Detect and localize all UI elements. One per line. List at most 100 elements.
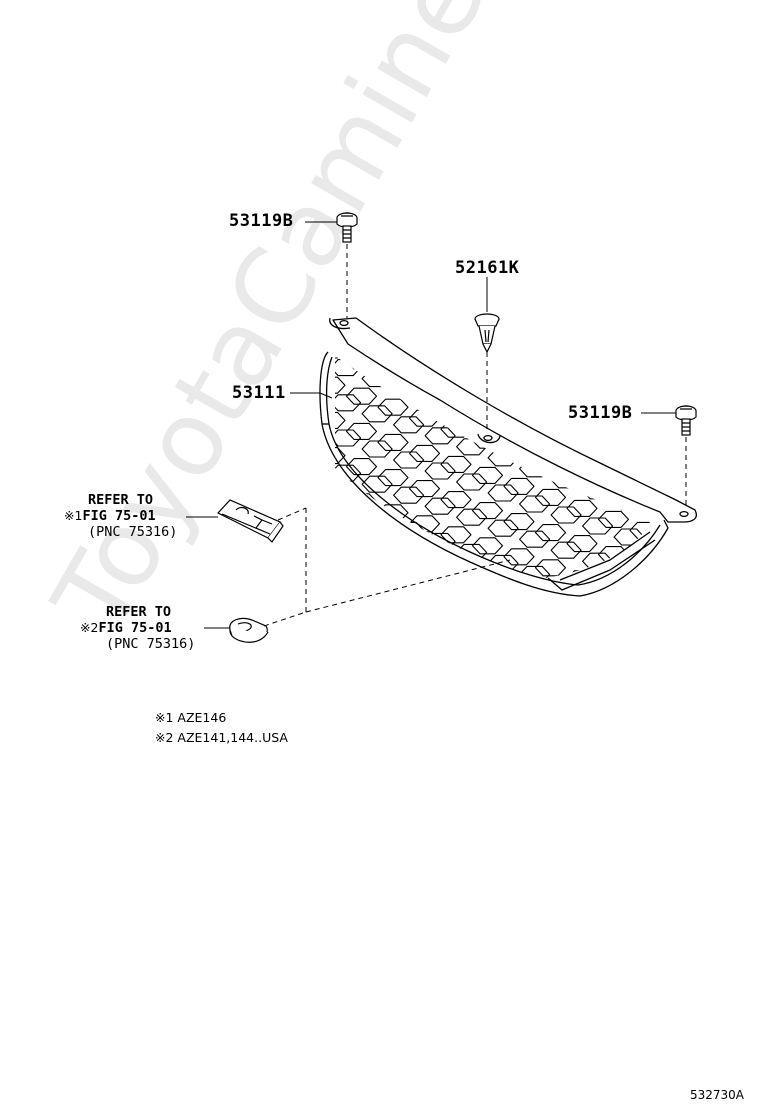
mesh-cell — [662, 639, 692, 655]
mesh-cell — [662, 674, 692, 690]
mesh-cell — [566, 499, 598, 517]
mesh-cell — [551, 613, 581, 629]
mesh-cell — [645, 574, 650, 578]
mesh-cell — [473, 608, 503, 624]
mesh-cell — [725, 661, 755, 677]
mesh-cell — [677, 516, 707, 532]
mesh-cell — [504, 619, 534, 635]
mesh-cell — [740, 608, 760, 624]
mesh-cell — [725, 626, 755, 642]
mesh-cell — [583, 659, 613, 675]
screw-top-icon — [336, 212, 358, 243]
mesh-cell — [335, 447, 346, 465]
leader-lines — [186, 221, 676, 629]
mesh-cell — [630, 593, 660, 609]
mesh-cell — [583, 624, 613, 640]
ref-1-line3: (PNC 75316) — [88, 524, 178, 540]
diagram-code: 532730A — [690, 1088, 745, 1102]
mesh-cell — [645, 469, 650, 487]
ref-2-line2: FIG 75-01 — [98, 620, 172, 636]
mesh-cell — [709, 527, 739, 543]
mesh-cell — [709, 668, 739, 684]
mesh-cell — [725, 696, 755, 712]
mesh-cell — [629, 557, 650, 575]
mesh-cell — [335, 359, 362, 377]
mesh-cell — [662, 604, 692, 620]
mesh-cell — [709, 492, 739, 508]
mesh-cell — [471, 466, 504, 484]
mesh-cell — [566, 570, 598, 578]
mesh-cell — [488, 626, 518, 642]
mesh-cell — [709, 597, 739, 613]
mesh-cell — [503, 513, 535, 531]
mesh-cell — [693, 509, 723, 525]
mesh-cell — [471, 537, 504, 555]
mesh-cell — [599, 582, 629, 598]
mesh-cell — [550, 506, 582, 524]
mesh-cell — [408, 480, 441, 498]
mesh-cell — [613, 493, 645, 511]
mesh-cell — [519, 565, 551, 578]
mesh-cell — [662, 463, 692, 479]
mesh-cell — [440, 455, 472, 473]
mesh-cell — [377, 469, 409, 487]
mesh-cell — [740, 538, 760, 554]
mesh-cell — [345, 422, 378, 440]
mesh-cell — [393, 486, 425, 504]
mesh-cell — [677, 586, 707, 602]
mesh-cell — [408, 444, 441, 462]
mesh-cell — [567, 641, 597, 657]
mesh-cell — [377, 574, 409, 578]
mesh-cell — [487, 449, 519, 467]
mesh-cell — [662, 569, 692, 585]
mesh-cell — [335, 517, 346, 535]
ref-2-mark: ※2 — [80, 620, 99, 635]
part-number-screw-right: 53119B — [568, 403, 633, 423]
mesh-cell — [377, 433, 409, 451]
mesh-cell — [740, 573, 760, 589]
mesh-cell — [519, 460, 551, 478]
mesh-cell — [345, 356, 378, 370]
note-1: ※1 AZE146 — [155, 710, 226, 725]
mesh-cell — [487, 484, 519, 502]
mesh-cell — [456, 508, 488, 526]
mesh-cell — [335, 429, 362, 447]
mesh-cell — [693, 544, 723, 560]
mesh-cell — [599, 617, 629, 633]
mesh-cell — [456, 403, 488, 421]
mesh-cell — [393, 416, 425, 434]
mesh-cell — [550, 471, 582, 489]
mesh-cell — [740, 643, 760, 659]
mesh-cell — [424, 462, 456, 480]
mesh-cell — [597, 510, 630, 528]
mesh-cell — [709, 632, 739, 648]
mesh-cell — [424, 497, 456, 515]
mesh-cell — [725, 520, 755, 536]
mesh-cell — [377, 398, 409, 416]
mesh-cell — [677, 621, 707, 637]
mesh-cell — [345, 387, 378, 405]
emblem-1-icon — [217, 499, 284, 543]
note-2-mark: ※2 — [155, 730, 174, 745]
mesh-cell — [345, 458, 378, 476]
mesh-cell — [630, 663, 660, 679]
mesh-cell — [408, 550, 441, 568]
mesh-cell — [440, 491, 472, 509]
mesh-cell — [503, 477, 535, 495]
ref-1-mark: ※1 — [64, 508, 83, 523]
part-number-grille: 53111 — [232, 383, 286, 403]
mesh-cell — [361, 546, 393, 564]
mesh-cell — [725, 485, 755, 501]
mesh-cell — [487, 519, 519, 537]
mesh-cell — [345, 563, 378, 578]
mesh-cell — [408, 374, 441, 392]
mesh-cell — [487, 414, 519, 432]
mesh-cell — [456, 473, 488, 491]
mesh-cell — [345, 528, 378, 546]
mesh-cell — [457, 615, 487, 631]
mesh-cell — [740, 714, 760, 730]
mesh-cell — [551, 648, 581, 664]
mesh-cell — [693, 650, 723, 666]
mesh-cell — [519, 530, 551, 548]
